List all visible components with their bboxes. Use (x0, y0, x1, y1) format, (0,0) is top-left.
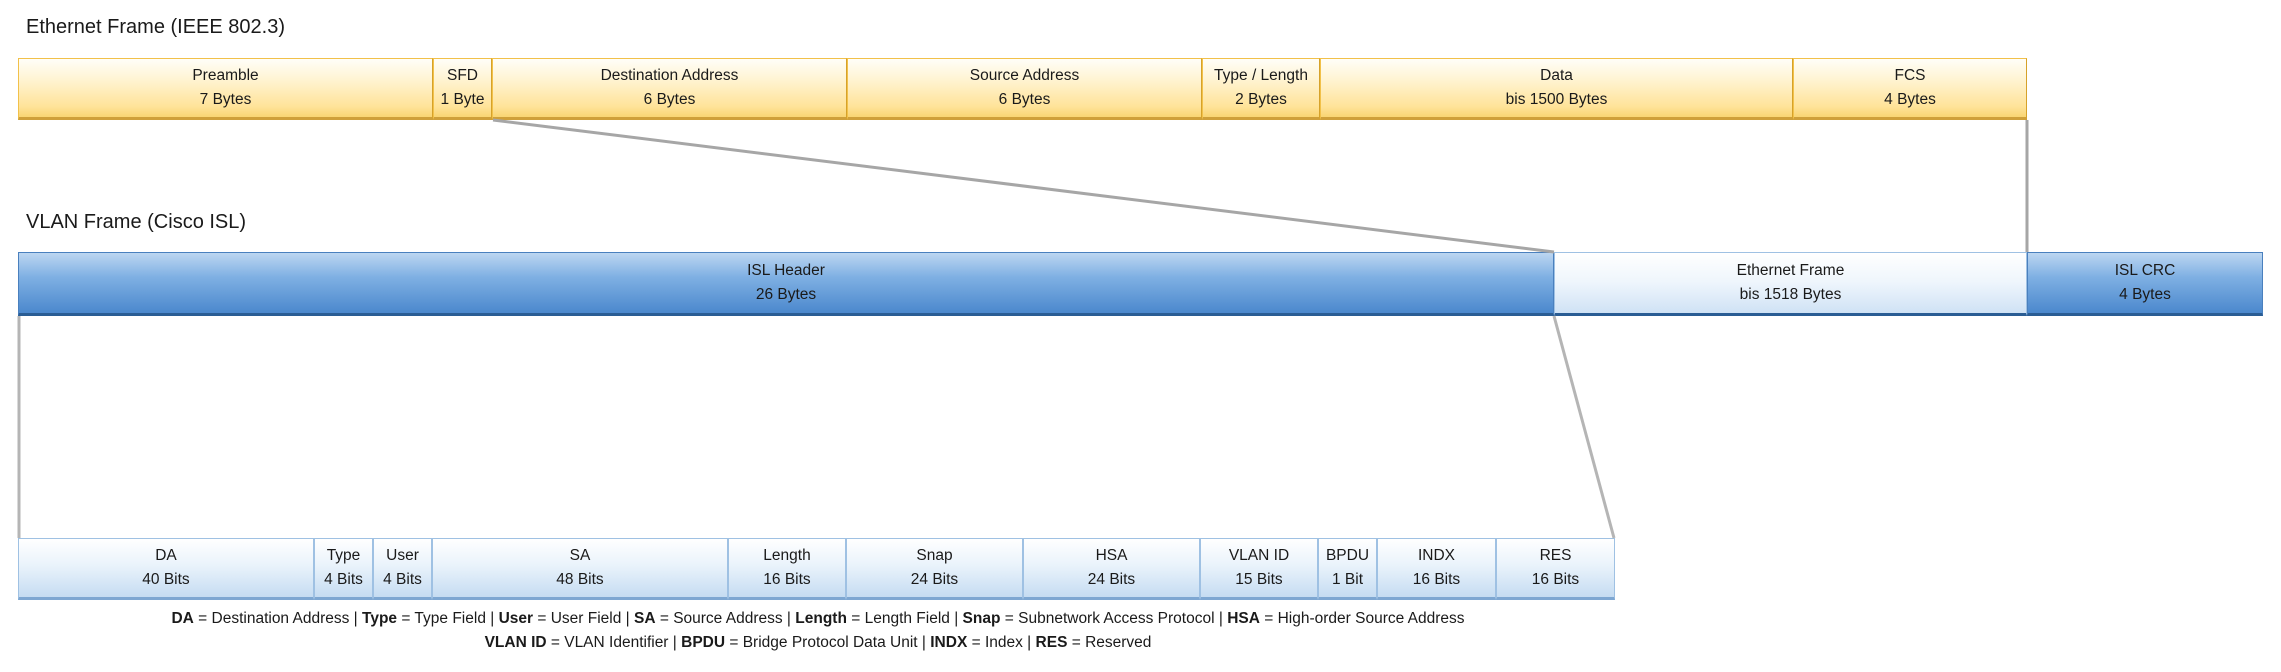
field-size: 40 Bits (142, 571, 190, 588)
field-name: RES (1539, 547, 1572, 564)
field-name: Source Address (969, 67, 1080, 84)
legend-definition: = User Field | (533, 610, 634, 627)
field-name: Ethernet Frame (1736, 262, 1845, 279)
legend-definition: = Type Field | (397, 610, 499, 627)
legend-line-2: VLAN ID = VLAN Identifier | BPDU = Bridg… (0, 634, 1636, 652)
field-name: FCS (1894, 67, 1926, 84)
field-size: 2 Bytes (1235, 91, 1287, 108)
legend-term: HSA (1227, 610, 1260, 627)
field-name: Type (326, 547, 361, 564)
legend-term: Type (362, 610, 398, 627)
field-size: 16 Bits (763, 571, 811, 588)
vlan-frame-title: VLAN Frame (Cisco ISL) (26, 211, 247, 233)
field-name: ISL Header (747, 262, 825, 279)
isl-field-hsa: HSA 24 Bits (1023, 538, 1200, 600)
isl-header-block: ISL Header 26 Bytes (18, 252, 1554, 316)
eth-field-sfd: SFD 1 Byte (433, 58, 492, 120)
isl-field-res: RES 16 Bits (1496, 538, 1615, 600)
legend-definition: = Source Address | (655, 610, 796, 627)
field-name: SA (569, 547, 591, 564)
isl-field-da: DA 40 Bits (18, 538, 314, 600)
field-name: Length (763, 547, 811, 564)
isl-field-snap: Snap 24 Bits (846, 538, 1023, 600)
field-name: INDX (1417, 547, 1456, 564)
field-size: 26 Bytes (755, 286, 817, 303)
legend-definition: = Index | (967, 634, 1036, 651)
eth-field-source-address: Source Address 6 Bytes (847, 58, 1202, 120)
legend-definition: = Subnetwork Access Protocol | (1000, 610, 1228, 627)
legend-term: Length (795, 610, 847, 627)
isl-crc-block: ISL CRC 4 Bytes (2027, 252, 2263, 316)
field-name: BPDU (1325, 547, 1370, 564)
eth-field-destination-address: Destination Address 6 Bytes (492, 58, 847, 120)
field-size: 15 Bits (1235, 571, 1283, 588)
isl-field-type: Type 4 Bits (314, 538, 373, 600)
field-size: 7 Bytes (199, 91, 252, 108)
legend-term: User (498, 610, 534, 627)
isl-field-user: User 4 Bits (373, 538, 432, 600)
legend-term: SA (633, 610, 656, 627)
isl-field-bpdu: BPDU 1 Bit (1318, 538, 1377, 600)
field-size: 4 Bytes (2119, 286, 2171, 303)
field-name: User (386, 547, 419, 564)
field-name: HSA (1095, 547, 1128, 564)
field-size: 6 Bytes (643, 91, 696, 108)
ethernet-frame-title: Ethernet Frame (IEEE 802.3) (26, 16, 286, 38)
field-name: DA (155, 547, 177, 564)
field-size: 48 Bits (556, 571, 604, 588)
field-size: 1 Bit (1331, 571, 1363, 588)
eth-field-data: Data bis 1500 Bytes (1320, 58, 1793, 120)
field-size: 24 Bits (910, 571, 959, 588)
legend-definition: = Destination Address | (193, 610, 363, 627)
legend-term: INDX (930, 634, 968, 651)
field-size: 24 Bits (1087, 571, 1136, 588)
field-size: 4 Bytes (1884, 91, 1936, 108)
eth-field-preamble: Preamble 7 Bytes (18, 58, 433, 120)
legend-term: VLAN ID (484, 634, 547, 651)
isl-field-sa: SA 48 Bits (432, 538, 728, 600)
isl-field-length: Length 16 Bits (728, 538, 846, 600)
field-size: 16 Bits (1412, 571, 1461, 588)
legend-line-1: DA = Destination Address | Type = Type F… (0, 610, 1636, 628)
field-size: 6 Bytes (998, 91, 1051, 108)
eth-field-type-length: Type / Length 2 Bytes (1202, 58, 1320, 120)
field-size: 4 Bits (383, 571, 422, 588)
field-name: Type / Length (1214, 67, 1308, 84)
field-name: Preamble (192, 67, 259, 84)
vlan-frame-row: ISL Header 26 Bytes Ethernet Frame bis 1… (18, 252, 2263, 316)
legend-definition: = VLAN Identifier | (546, 634, 682, 651)
legend-term: Snap (962, 610, 1001, 627)
field-size: bis 1500 Bytes (1505, 91, 1608, 108)
field-size: 4 Bits (324, 571, 363, 588)
isl-header-fields-row: DA 40 Bits Type 4 Bits User 4 Bits SA 48… (18, 538, 1615, 600)
field-name: SFD (447, 67, 478, 84)
legend-definition: = Bridge Protocol Data Unit | (725, 634, 931, 651)
field-size: bis 1518 Bytes (1739, 286, 1842, 303)
field-name: ISL CRC (2114, 262, 2176, 279)
eth-field-fcs: FCS 4 Bytes (1793, 58, 2027, 120)
legend-definition: = Length Field | (846, 610, 963, 627)
field-size: 1 Byte (440, 91, 485, 108)
field-size: 16 Bits (1531, 571, 1580, 588)
legend-definition: = High-order Source Address (1259, 610, 1465, 627)
legend-term: BPDU (681, 634, 726, 651)
isl-field-vlan-id: VLAN ID 15 Bits (1200, 538, 1318, 600)
connector-sfd-to-ethernet-frame (492, 118, 1555, 254)
legend-definition: = Reserved (1067, 634, 1152, 651)
legend-term: DA (171, 610, 194, 627)
encapsulated-ethernet-frame-block: Ethernet Frame bis 1518 Bytes (1554, 252, 2027, 316)
isl-field-indx: INDX 16 Bits (1377, 538, 1496, 600)
ethernet-frame-row: Preamble 7 Bytes SFD 1 Byte Destination … (18, 58, 2027, 120)
connector-isl-header-right (1552, 315, 1616, 539)
field-name: Data (1540, 67, 1573, 84)
field-name: Destination Address (600, 67, 739, 84)
field-name: Snap (916, 547, 953, 564)
legend-term: RES (1035, 634, 1068, 651)
field-name: VLAN ID (1228, 547, 1290, 564)
